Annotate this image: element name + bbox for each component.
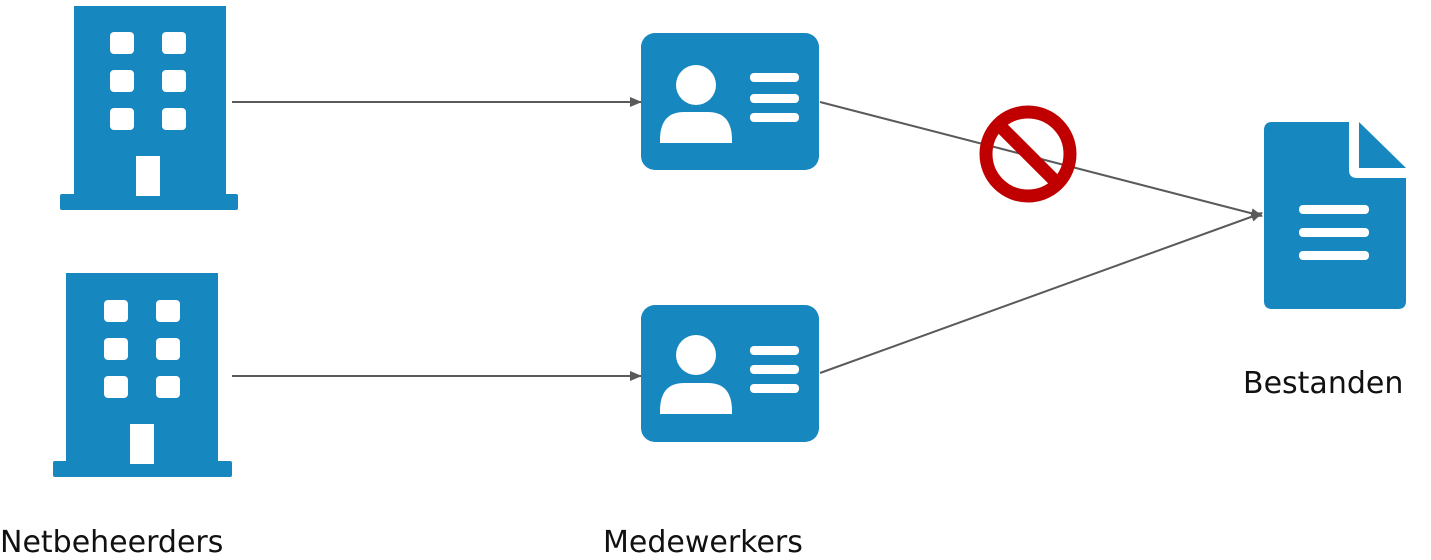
id-card-icon <box>641 33 819 170</box>
medewerkers-label: Medewerkers <box>603 525 803 560</box>
id-card-icon <box>641 305 819 442</box>
netbeheerders-label: Netbeheerders <box>0 525 224 560</box>
building-icon <box>53 273 232 477</box>
arrow-medewerker-2-to-bestanden <box>819 212 1263 374</box>
bestanden-label: Bestanden <box>1243 366 1404 401</box>
prohibited-icon <box>979 105 1077 203</box>
building-icon <box>60 6 238 210</box>
document-icon <box>1264 122 1406 309</box>
